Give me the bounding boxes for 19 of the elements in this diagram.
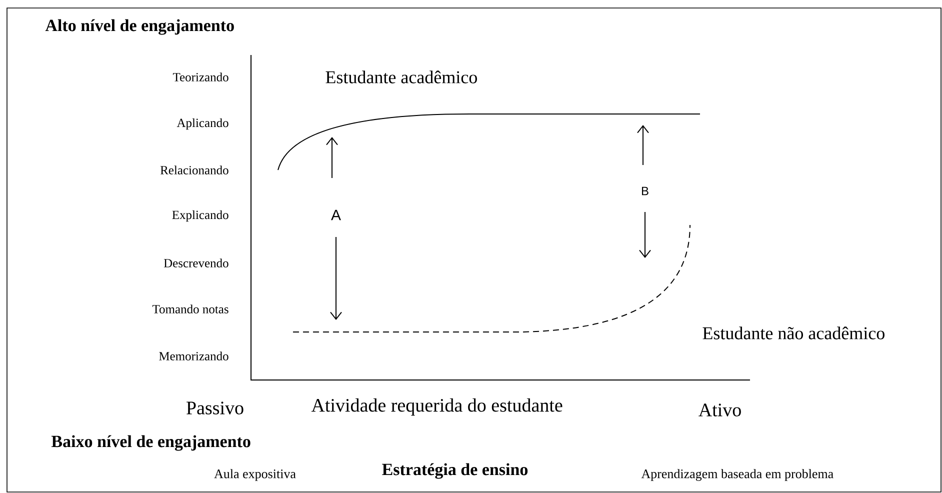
axis-level-label: Memorizando: [159, 352, 228, 360]
curve-label: Estudante não acadêmico: [702, 326, 884, 340]
axis-level-label: Teorizando: [172, 72, 228, 82]
axis-level-label: Explicando: [172, 210, 228, 222]
heading: Alto nível de engajamento: [45, 19, 234, 35]
gap-label: A: [331, 210, 341, 220]
strategy-label: Aprendizagem baseada em problema: [641, 469, 834, 481]
axis-level-label: Aplicando: [176, 118, 228, 130]
curve-label: Estudante acadêmico: [326, 70, 477, 84]
axis-end-label: Ativo: [698, 404, 741, 416]
strategy-title: Estratégia de ensino: [382, 463, 528, 479]
axis-end-label: Passivo: [186, 402, 244, 414]
strategy-label: Aula expositiva: [214, 469, 296, 481]
axis-level-label: Relacionando: [160, 166, 228, 174]
heading: Baixo nível de engajamento: [51, 435, 250, 451]
axis-level-label: Tomando notas: [152, 304, 228, 314]
gap-label: B: [642, 186, 648, 196]
axis-title: Atividade requerida do estudante: [311, 398, 562, 416]
axis-level-label: Descrevendo: [164, 258, 228, 268]
